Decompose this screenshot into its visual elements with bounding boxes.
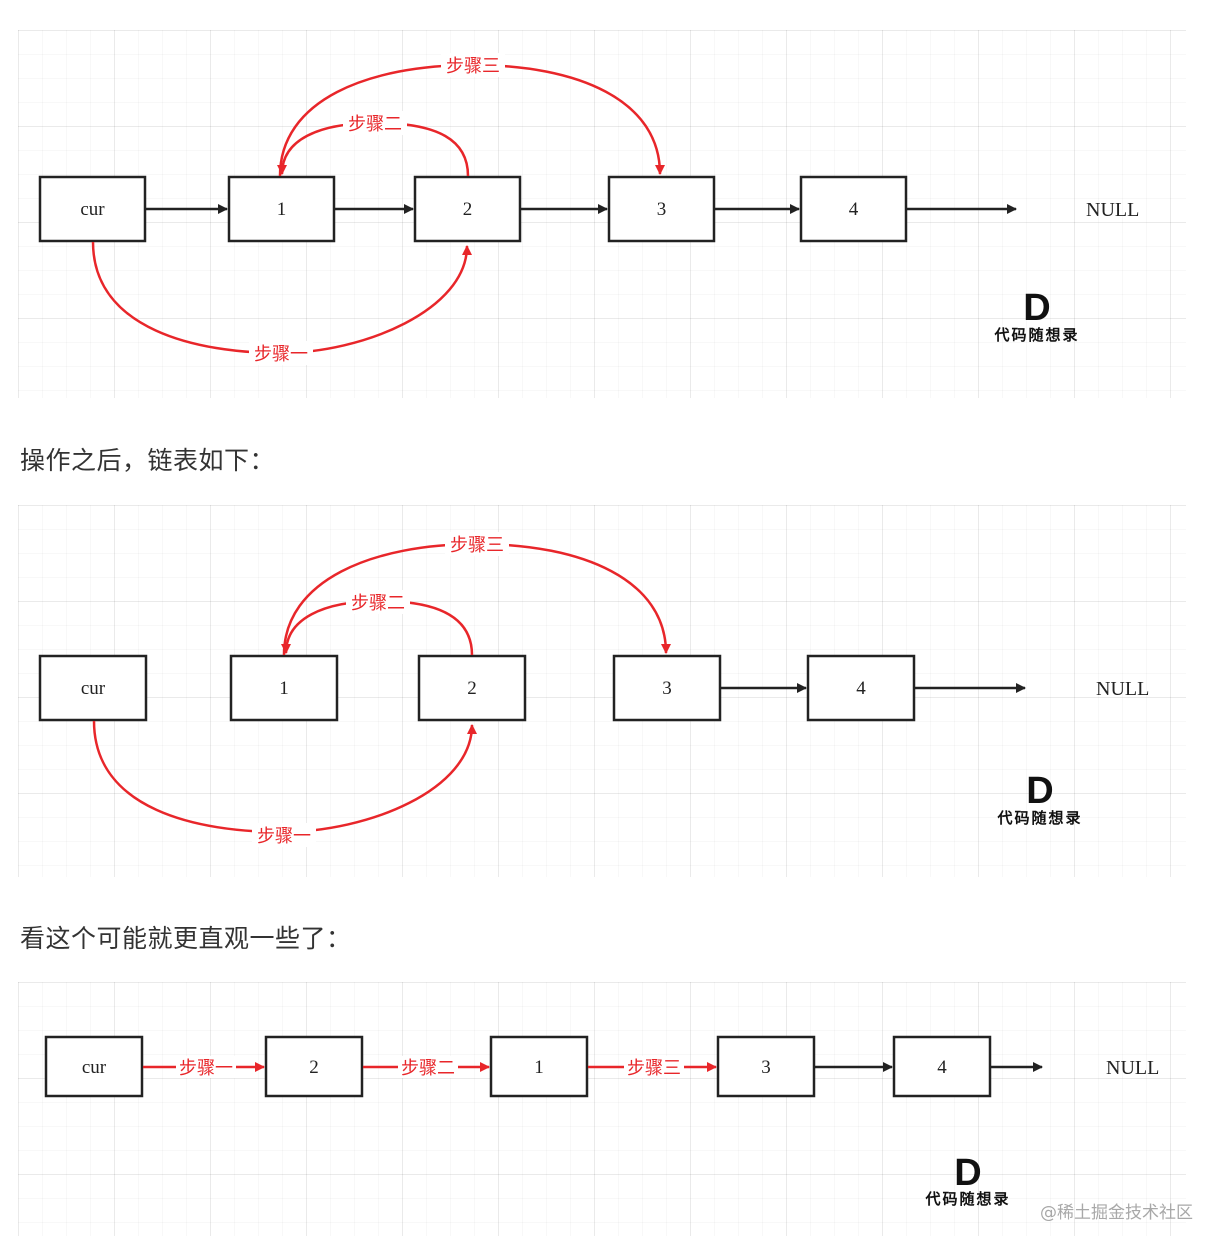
step-three-arrow [278,63,665,177]
node-label: 2 [309,1057,319,1078]
logo-letter: D [1023,287,1050,329]
logo-text: 代码随想录 [993,326,1079,344]
site-logo: D 代码随想录 [996,770,1082,827]
null-label: NULL [1106,1057,1159,1079]
caption-more-intuitive: 看这个可能就更直观一些了： [20,924,352,953]
null-label: NULL [1086,199,1139,221]
step-label-bg [346,590,410,614]
node-label: 1 [279,678,289,699]
list-node: 4 [806,654,916,722]
list-node: cur [38,654,148,722]
list-node: cur [44,1035,144,1098]
step-one-label: 步骤一 [179,1058,233,1079]
diagram-before-svg: cur 1 2 3 4 NULL 步骤一 步骤二 [38,53,1139,365]
list-node: 2 [417,654,527,722]
node-label: cur [81,678,106,699]
list-node: 1 [227,175,336,243]
node-label: 3 [662,678,672,699]
step-label-bg [176,1056,236,1078]
step-label-bg [398,1056,458,1078]
node-label: 3 [761,1057,771,1078]
step-three-arrow [282,542,671,656]
node-label: cur [82,1057,107,1078]
step-three-label: 步骤三 [627,1058,681,1079]
list-node: 4 [892,1035,992,1098]
logo-text: 代码随想录 [996,809,1082,827]
step-two-label: 步骤二 [401,1058,455,1079]
diagram-linear: cur 2 1 3 4 NULL 步骤一 步骤二 步骤三 [18,982,1186,1236]
list-node: 3 [716,1035,816,1098]
step-three-label: 步骤三 [450,535,504,556]
list-node: cur [38,175,147,243]
step-one-arrow [92,720,477,834]
step-label-bg [441,53,505,77]
null-label: NULL [1096,678,1149,700]
node-label: 3 [657,199,667,220]
step-label-bg [343,111,407,135]
step-label-bg [252,823,316,847]
step-one-label: 步骤一 [257,826,311,847]
node-label: 1 [277,199,287,220]
step-label-bg [624,1056,684,1078]
diagram-after: cur 1 2 3 4 NULL 步骤一 步骤二 步骤三 D [18,505,1186,877]
node-label: 4 [856,678,866,699]
diagram-linear-svg: cur 2 1 3 4 NULL 步骤一 步骤二 步骤三 [44,1035,1159,1208]
list-node: 1 [229,654,339,722]
step-two-label: 步骤二 [348,114,402,135]
diagram-before: cur 1 2 3 4 NULL 步骤一 步骤二 [18,30,1186,398]
node-label: 4 [937,1057,947,1078]
list-node: 3 [612,654,722,722]
site-logo: D 代码随想录 [993,287,1079,344]
list-node: 1 [489,1035,589,1098]
logo-text: 代码随想录 [924,1190,1010,1208]
step-two-label: 步骤二 [351,593,405,614]
step-label-bg [249,341,313,365]
node-label: cur [80,199,105,220]
node-label: 4 [849,199,859,220]
diagram-after-svg: cur 1 2 3 4 NULL 步骤一 步骤二 步骤三 D [38,532,1149,847]
list-node: 2 [264,1035,364,1098]
step-three-label: 步骤三 [446,56,500,77]
site-logo: D 代码随想录 [924,1152,1010,1208]
list-node: 3 [607,175,716,243]
logo-letter: D [954,1152,981,1194]
list-node: 4 [799,175,908,243]
step-one-arrow [91,241,472,355]
caption-after-operation: 操作之后，链表如下： [20,446,276,475]
node-label: 2 [467,678,477,699]
watermark: @稀土掘金技术社区 [1040,1203,1193,1223]
logo-letter: D [1026,770,1053,812]
list-node: 2 [413,175,522,243]
step-one-label: 步骤一 [254,344,308,365]
node-label: 1 [534,1057,544,1078]
node-label: 2 [463,199,473,220]
step-label-bg [445,532,509,556]
